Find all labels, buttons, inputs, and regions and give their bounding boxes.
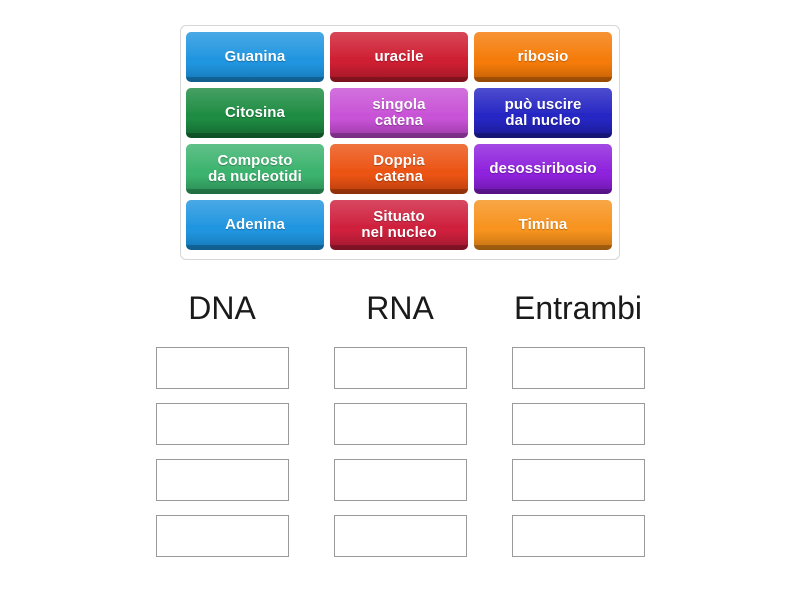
tile-desossiribosio[interactable]: desossiribosio [474, 144, 612, 194]
category-column-entrambi: Entrambi [511, 285, 645, 557]
category-columns: DNA RNA Entrambi [0, 285, 800, 557]
tile-singola-catena[interactable]: singola catena [330, 88, 468, 138]
tile-tray: Guanina uracile ribosio Citosina singola… [180, 25, 620, 260]
tile-label: Composto da nucleotidi [208, 151, 302, 185]
drop-slot[interactable] [511, 403, 645, 445]
tile-uracile[interactable]: uracile [330, 32, 468, 82]
tile-row: Adenina Situato nel nucleo Timina [186, 200, 614, 250]
tile-label: singola catena [372, 95, 426, 129]
category-title: RNA [366, 290, 434, 326]
drop-slot[interactable] [511, 515, 645, 557]
tile-row: Citosina singola catena può uscire dal n… [186, 88, 614, 138]
drop-slot-list [333, 347, 467, 557]
category-title: Entrambi [513, 290, 643, 326]
tile-label: Guanina [224, 47, 286, 65]
tile-timina[interactable]: Timina [474, 200, 612, 250]
drop-slot[interactable] [155, 515, 289, 557]
tile-label: ribosio [517, 47, 569, 65]
tile-citosina[interactable]: Citosina [186, 88, 324, 138]
tile-row: Composto da nucleotidi Doppia catena des… [186, 144, 614, 194]
drop-slot[interactable] [333, 515, 467, 557]
tile-label: Citosina [225, 103, 285, 121]
category-column-dna: DNA [155, 285, 289, 557]
tile-label: desossiribosio [489, 159, 597, 177]
drop-slot[interactable] [155, 347, 289, 389]
tile-composto-da-nucleotidi[interactable]: Composto da nucleotidi [186, 144, 324, 194]
tile-adenina[interactable]: Adenina [186, 200, 324, 250]
tile-doppia-catena[interactable]: Doppia catena [330, 144, 468, 194]
tile-ribosio[interactable]: ribosio [474, 32, 612, 82]
tile-situato-nel-nucleo[interactable]: Situato nel nucleo [330, 200, 468, 250]
tile-puo-uscire-dal-nucleo[interactable]: può uscire dal nucleo [474, 88, 612, 138]
tile-label: Adenina [225, 215, 285, 233]
drop-slot[interactable] [511, 459, 645, 501]
drop-slot[interactable] [155, 459, 289, 501]
drop-slot-list [155, 347, 289, 557]
drop-slot[interactable] [333, 459, 467, 501]
tile-row: Guanina uracile ribosio [186, 32, 614, 82]
tile-guanina[interactable]: Guanina [186, 32, 324, 82]
category-column-rna: RNA [333, 285, 467, 557]
drop-slot[interactable] [155, 403, 289, 445]
tile-label: Situato nel nucleo [361, 207, 437, 241]
tile-label: uracile [374, 47, 424, 65]
drop-slot-list [511, 347, 645, 557]
drop-slot[interactable] [333, 403, 467, 445]
drop-slot[interactable] [333, 347, 467, 389]
tile-label: Doppia catena [373, 151, 425, 185]
tile-label: può uscire dal nucleo [504, 95, 582, 129]
category-title: DNA [188, 290, 256, 326]
tile-label: Timina [518, 215, 568, 233]
drop-slot[interactable] [511, 347, 645, 389]
